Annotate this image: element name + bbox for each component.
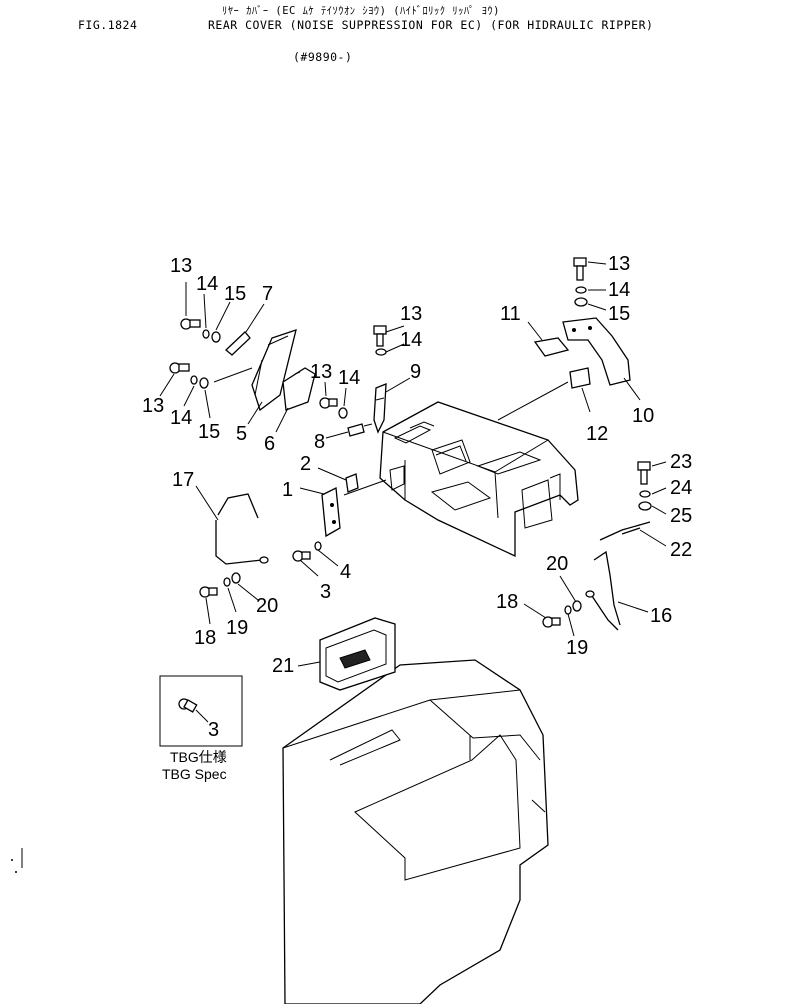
callout-6: 6 <box>264 433 275 455</box>
callout-10: 10 <box>632 405 654 427</box>
bolt-13-e <box>573 257 588 307</box>
callout-1: 1 <box>282 479 293 501</box>
callout-7: 7 <box>262 283 273 305</box>
margin-marks <box>11 848 23 873</box>
rod-17 <box>215 493 269 565</box>
cab-cover <box>282 659 549 1004</box>
japanese-title: ﾘﾔｰ ｶﾊﾞｰ (EC ﾑｹ ﾃｲｿｳｵﾝ ｼﾖｳ) (ﾊｲﾄﾞﾛﾘｯｸ ﾘｯ… <box>222 5 501 17</box>
callout-3: 3 <box>320 581 331 603</box>
callout-14: 14 <box>170 407 192 429</box>
callout-17: 17 <box>172 469 194 491</box>
callout-14: 14 <box>196 273 218 295</box>
callout-4: 4 <box>340 561 351 583</box>
bolt-13-a <box>180 318 221 343</box>
callout-2: 2 <box>300 453 311 475</box>
bolt-13-b <box>169 362 209 389</box>
bolt-23 <box>637 461 652 511</box>
callout-3: 3 <box>208 719 219 741</box>
rear-cover-body <box>379 401 579 558</box>
rod-22 <box>599 521 651 541</box>
bracket-7 <box>225 331 251 356</box>
callout-24: 24 <box>670 477 692 499</box>
callout-9: 9 <box>410 361 421 383</box>
callout-15: 15 <box>224 283 246 305</box>
bolt-18-a <box>199 572 241 598</box>
callout-16: 16 <box>650 605 672 627</box>
bracket-10 <box>562 317 631 386</box>
bolt-3 <box>292 541 322 562</box>
callout-8: 8 <box>314 431 325 453</box>
callout-25: 25 <box>670 505 692 527</box>
page-title: REAR COVER (NOISE SUPPRESSION FOR EC) (F… <box>208 18 654 32</box>
callout-18: 18 <box>194 627 216 649</box>
part-8 <box>347 423 373 437</box>
callout-19: 19 <box>226 617 248 639</box>
inset-label-en: TBG Spec <box>162 766 227 782</box>
inset-label-jp: TBG仕様 <box>170 749 227 765</box>
callout-15: 15 <box>198 421 220 443</box>
callout-23: 23 <box>670 451 692 473</box>
callout-20: 20 <box>546 553 568 575</box>
callout-11: 11 <box>500 303 521 325</box>
inset-tbg-spec: 3 TBG仕様 TBG Spec <box>159 675 243 782</box>
callout-20: 20 <box>256 595 278 617</box>
serial-range: (#9890-) <box>293 50 353 64</box>
pad-12 <box>569 367 591 389</box>
callout-15: 15 <box>608 303 630 325</box>
bracket-9 <box>373 383 387 434</box>
callout-12: 12 <box>586 423 608 445</box>
plate-6 <box>282 367 316 411</box>
callout-19: 19 <box>566 637 588 659</box>
callout-14: 14 <box>400 329 422 351</box>
callout-13: 13 <box>142 395 164 417</box>
bracket-1 <box>321 473 359 538</box>
leader-lines <box>159 261 667 667</box>
callout-13: 13 <box>400 303 422 325</box>
callout-13: 13 <box>170 255 192 277</box>
bolt-13-c <box>319 397 348 419</box>
callout-13: 13 <box>608 253 630 275</box>
callout-22: 22 <box>670 539 692 561</box>
panel-21 <box>319 617 396 691</box>
callout-14: 14 <box>338 367 360 389</box>
bolt-18-b <box>542 600 582 628</box>
bracket-11 <box>533 337 570 357</box>
figure-number: FIG.1824 <box>78 18 138 32</box>
bracket-5 <box>251 329 297 412</box>
bolt-13-d <box>373 325 387 356</box>
callout-14: 14 <box>608 279 630 301</box>
callout-5: 5 <box>236 423 247 445</box>
callout-labels: 13 14 15 7 13 14 15 5 6 13 14 8 13 14 9 … <box>142 253 692 677</box>
callout-18: 18 <box>496 591 518 613</box>
rod-16 <box>585 550 621 631</box>
callout-13: 13 <box>310 361 332 383</box>
callout-21: 21 <box>272 655 294 677</box>
